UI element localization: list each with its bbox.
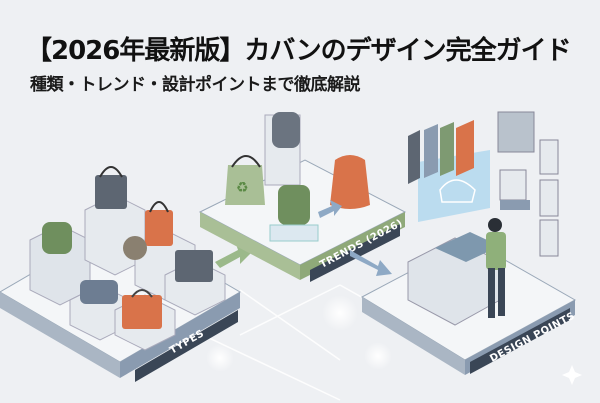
arrow-icon [215,244,252,268]
drawing-tablet [435,232,500,262]
arrow-icon [318,200,342,218]
material-swatch [408,130,420,184]
glow-node [206,344,234,372]
shoulder-bag-icon [80,280,118,304]
sparkle-icon [562,365,582,385]
page-subtitle: 種類・トレンド・設計ポイントまで徹底解説 [30,75,361,95]
zipper-icon [539,179,559,217]
zipper-icon [539,219,559,257]
arrow-icon [350,250,392,276]
tech-backpack-icon [278,185,310,225]
design-label-bar [470,308,570,374]
backpack-green-icon [42,222,72,254]
tote-bag-gray-icon [95,175,127,209]
briefcase-gray-icon [175,250,213,282]
zipper-strip-icon [500,200,530,210]
page-title: 【2026年最新版】カバンのデザイン完全ガイド [26,36,572,66]
backpack-gray-icon [272,112,300,148]
buckle-icon [539,139,559,175]
svg-text:♻: ♻ [236,180,249,196]
design-points-platform: DESIGN POINTS [360,111,577,375]
types-label-bar [135,310,238,382]
material-swatch [456,120,474,176]
glow-node [322,295,358,331]
chain-link-icon [499,169,527,201]
types-platform: TYPES [0,166,241,382]
material-swatch [424,124,438,178]
designer-person [486,218,506,318]
briefcase-orange-icon [122,295,162,329]
round-bag-icon [123,236,147,260]
tote-bag-orange-icon [145,210,173,246]
eco-tote-icon [225,165,265,205]
material-swatch [440,122,454,176]
sculptural-bag-icon [330,155,370,209]
leather-sample [497,111,535,153]
glow-node [364,342,392,370]
